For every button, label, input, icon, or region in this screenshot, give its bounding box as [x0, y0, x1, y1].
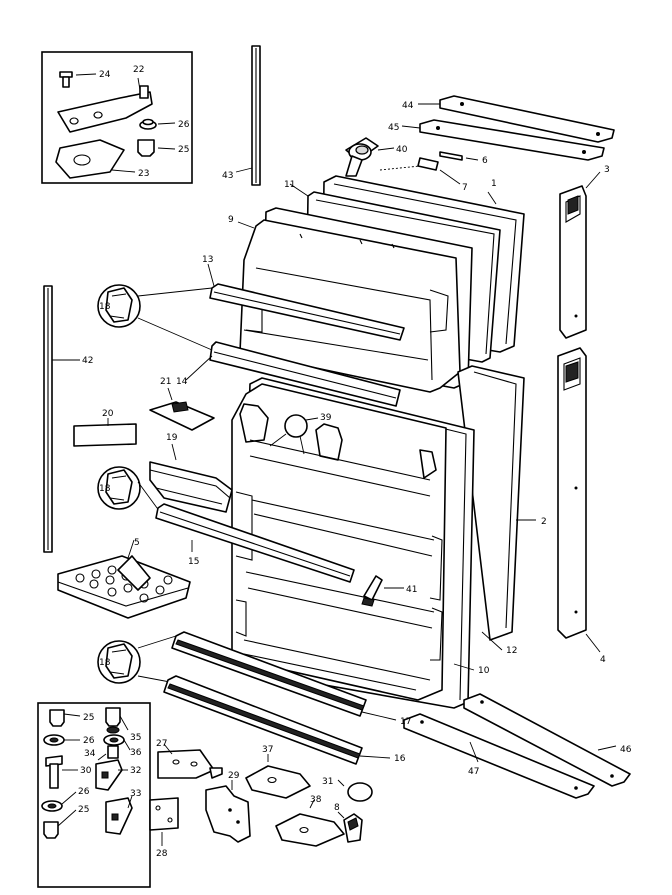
- label-15: 15: [188, 557, 199, 567]
- part-19-dairy-door: [149, 443, 233, 513]
- label-2: 2: [541, 517, 547, 527]
- label-18-bottom: 18: [99, 658, 111, 668]
- part-20-label-plate: [73, 418, 137, 447]
- label-44: 44: [402, 101, 414, 111]
- label-29: 29: [228, 771, 240, 781]
- hinge-cap-40: [345, 137, 461, 185]
- callout-18-top: [97, 284, 213, 351]
- label-18-top: 18: [99, 302, 111, 312]
- leader-12-10: [453, 631, 503, 671]
- label-33: 33: [130, 789, 141, 799]
- label-37: 37: [262, 745, 273, 755]
- part-41-latch: [361, 575, 404, 607]
- bottom-rail-17: [171, 631, 397, 721]
- bottom-trim-46: [463, 693, 631, 787]
- freezer-shelf-rails: [185, 263, 405, 407]
- bottom-trim-47: [403, 713, 595, 799]
- label-6: 6: [482, 156, 488, 166]
- label-43: 43: [222, 171, 233, 181]
- label-45: 45: [388, 123, 399, 133]
- callout-18-bottom: [97, 635, 177, 684]
- label-27: 27: [156, 739, 167, 749]
- bottom-rail-16: [163, 675, 391, 765]
- top-hinge-inset: [41, 51, 193, 184]
- label-39: 39: [320, 413, 332, 423]
- label-38: 38: [310, 795, 322, 805]
- hinge-bar-3: [559, 171, 601, 339]
- top-trim-pieces: [401, 95, 615, 161]
- label-32: 32: [130, 766, 141, 776]
- part-number-labels: 1 2 3 4 5 6 7 8 9 10 11 12 13 14 15 16 1…: [78, 65, 632, 859]
- label-14: 14: [176, 377, 188, 387]
- freezer-door-liner-9: [237, 207, 473, 393]
- label-34: 34: [84, 749, 96, 759]
- label-5: 5: [134, 538, 140, 548]
- label-26-top: 26: [178, 120, 190, 130]
- part-21-bracket: [149, 387, 215, 431]
- label-4: 4: [600, 655, 606, 665]
- label-36: 36: [130, 748, 142, 758]
- bottom-hinge-parts: [149, 743, 373, 847]
- shelf-rail-15: [155, 503, 355, 583]
- bottom-hinge-inset: [37, 702, 151, 888]
- label-17: 17: [400, 717, 411, 727]
- label-9: 9: [228, 215, 234, 225]
- label-26-left: 26: [83, 736, 95, 746]
- part-42-strip: [43, 285, 80, 553]
- label-22: 22: [133, 65, 144, 75]
- label-47: 47: [468, 767, 479, 777]
- label-18-middle: 18: [99, 484, 111, 494]
- label-40: 40: [396, 145, 408, 155]
- label-25-top: 25: [178, 145, 189, 155]
- egg-tray-5: [57, 539, 191, 619]
- label-35: 35: [130, 733, 141, 743]
- label-25-left: 25: [83, 713, 94, 723]
- label-42: 42: [82, 356, 93, 366]
- label-1: 1: [491, 179, 497, 189]
- label-13: 13: [202, 255, 213, 265]
- label-30: 30: [80, 766, 92, 776]
- label-46: 46: [620, 745, 632, 755]
- label-25-lower: 25: [78, 805, 89, 815]
- label-16: 16: [394, 754, 406, 764]
- label-23: 23: [138, 169, 149, 179]
- label-20: 20: [102, 409, 114, 419]
- label-19: 19: [166, 433, 178, 443]
- label-31: 31: [322, 777, 333, 787]
- part-43-strip: [235, 45, 261, 186]
- label-21: 21: [160, 377, 171, 387]
- label-41: 41: [406, 585, 417, 595]
- label-26-lower: 26: [78, 787, 90, 797]
- fresh-food-liner-10: [231, 383, 447, 701]
- label-10: 10: [478, 666, 490, 676]
- label-28: 28: [156, 849, 168, 859]
- callout-18-middle: [97, 466, 161, 513]
- label-3: 3: [604, 165, 610, 175]
- label-24: 24: [99, 70, 111, 80]
- callout-39: [269, 414, 319, 455]
- label-12: 12: [506, 646, 517, 656]
- label-8: 8: [334, 803, 340, 813]
- hinge-bar-4: [557, 347, 601, 653]
- label-11: 11: [284, 180, 295, 190]
- label-7: 7: [462, 183, 468, 193]
